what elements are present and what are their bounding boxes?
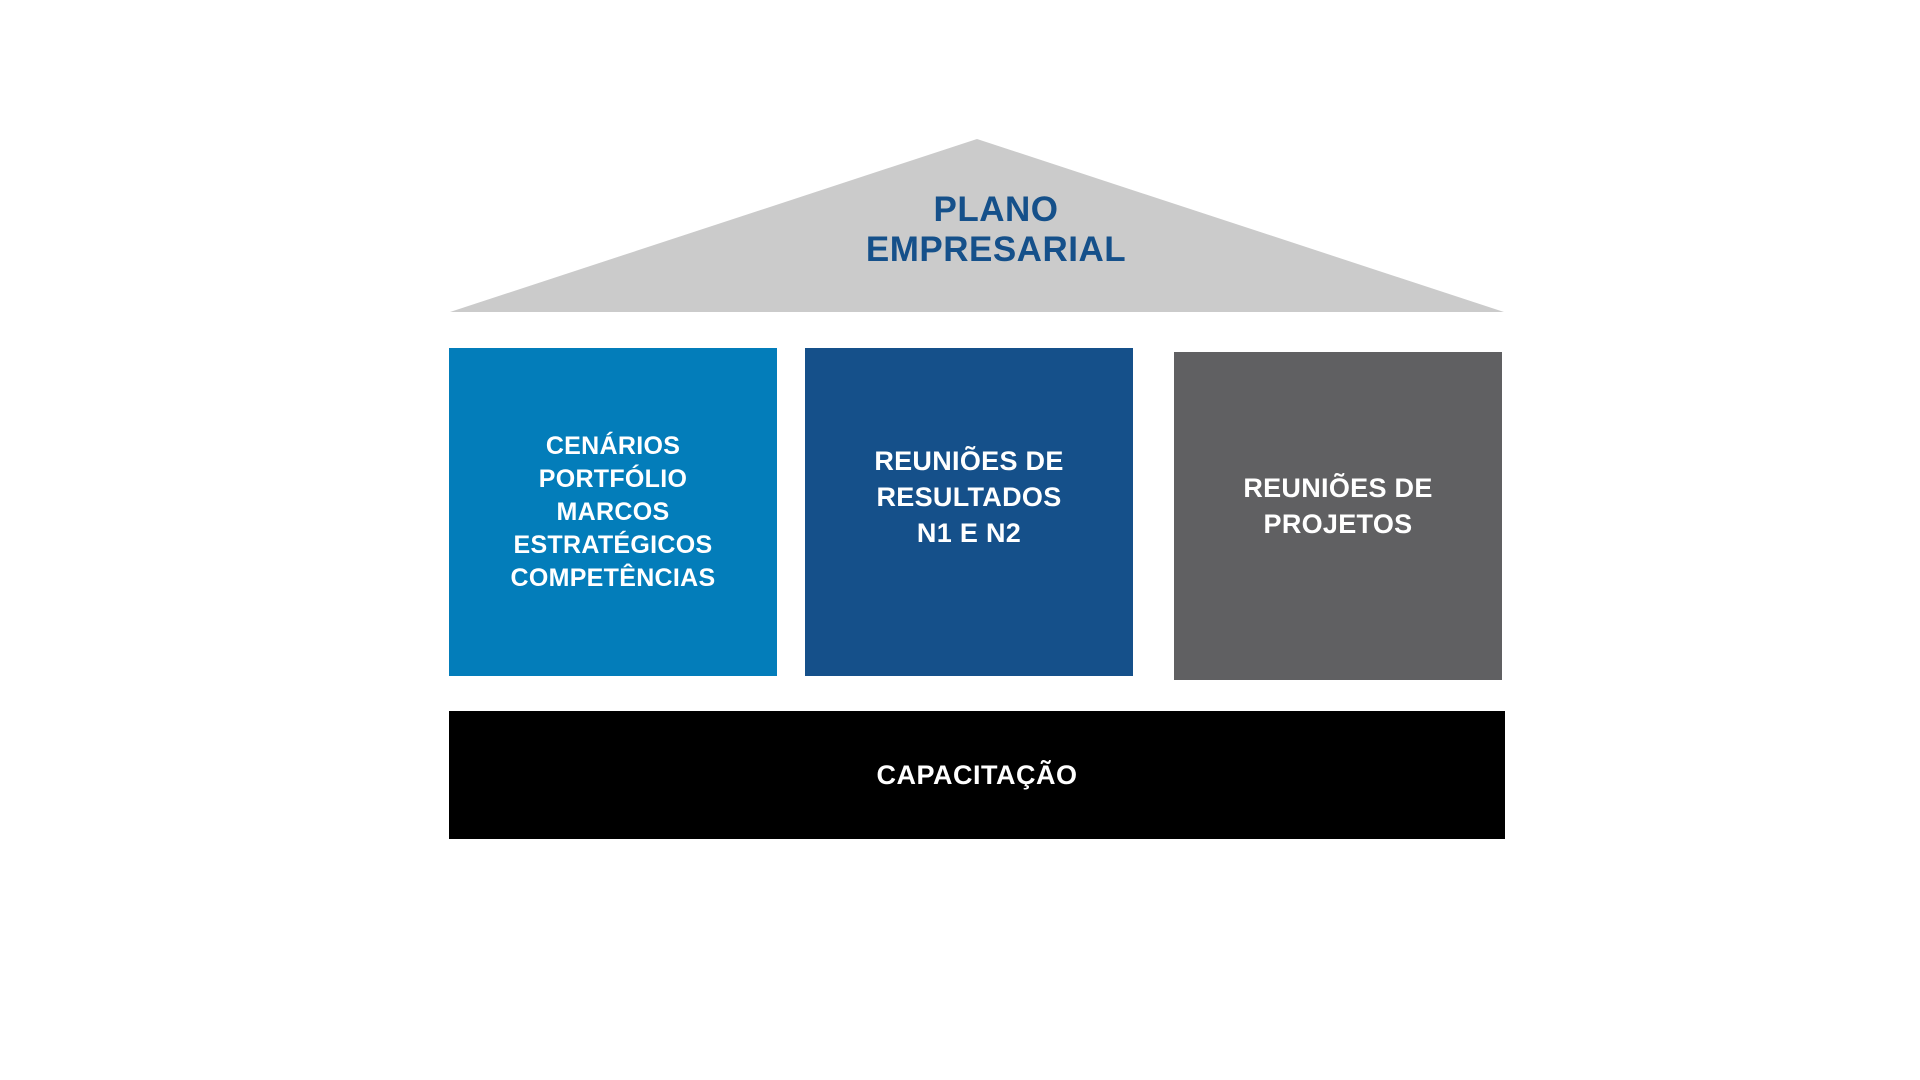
pillar-1-line-4: ESTRATÉGICOS [513,530,713,559]
pillar-cenarios: CENÁRIOS PORTFÓLIO MARCOS ESTRATÉGICOS C… [449,348,777,676]
pillar-1-line-1: CENÁRIOS [545,431,681,460]
pillar-2-line-2: RESULTADOS [876,482,1062,512]
pillar-1-line-5: COMPETÊNCIAS [510,563,716,592]
pillar-1-line-3: MARCOS [556,497,670,526]
pillar-reunioes-projetos: REUNIÕES DE PROJETOS [1174,352,1502,680]
roof-title-line-2: EMPRESARIAL [865,230,1127,269]
pillar-2-line-1: REUNIÕES DE [874,446,1064,476]
base-capacitacao: CAPACITAÇÃO [449,711,1505,839]
pillar-2-line-3: N1 E N2 [916,518,1022,548]
pillar-1-line-2: PORTFÓLIO [538,464,688,493]
pillar-3-line-2: PROJETOS [1263,509,1413,539]
base-label: CAPACITAÇÃO [876,759,1078,790]
pillar-3-line-1: REUNIÕES DE [1243,473,1433,503]
pillar-reunioes-resultados: REUNIÕES DE RESULTADOS N1 E N2 [805,348,1133,676]
roof-title-line-1: PLANO [933,190,1059,229]
roof-title: PLANO EMPRESARIAL [786,190,1206,270]
